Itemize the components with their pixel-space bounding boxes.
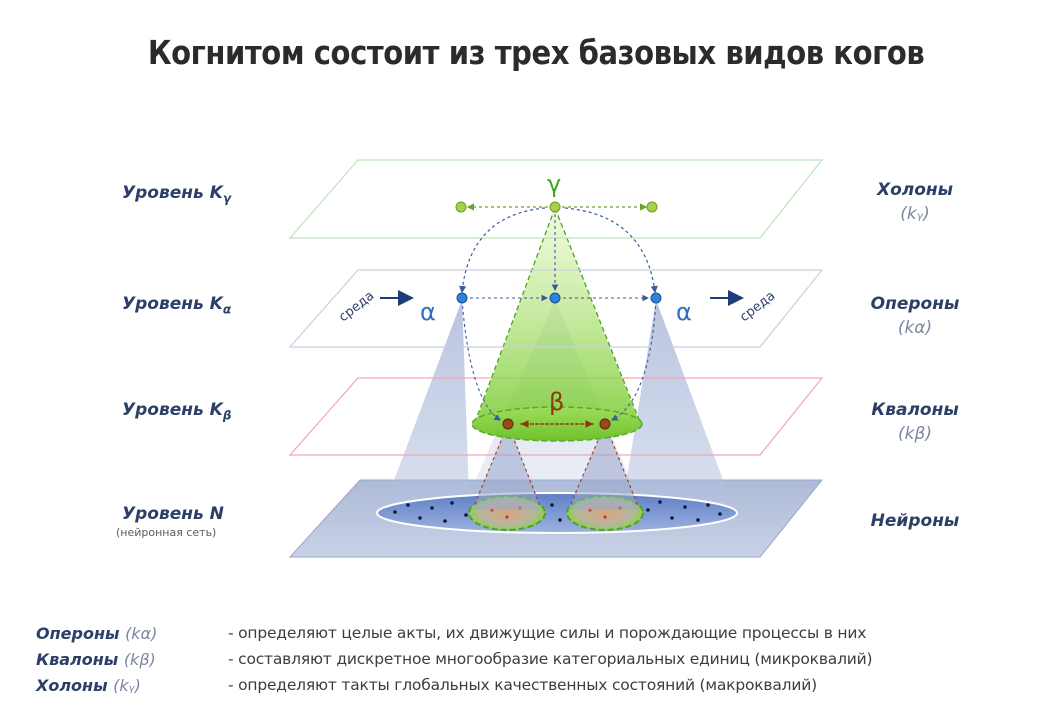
env-label-left: среда [336,288,377,325]
node-gamma-left [455,201,467,213]
right-label-holons: Холоны (kᵧ) [876,180,954,224]
env-label-right: среда [737,288,778,325]
cone-alpha-right [620,300,735,520]
plane-level-gamma [288,159,824,239]
cone-alpha-left [382,300,470,520]
level-label-n: Уровень N (нейронная сеть) [116,504,224,539]
plane-level-alpha [288,269,824,348]
cone-gamma [475,208,640,424]
legend-row-holons: Холоны (kᵧ) - определяют такты глобальны… [36,675,817,695]
plane-level-beta [288,377,824,456]
node-gamma-center [549,201,561,213]
node-alpha-left [456,292,468,304]
node-alpha-center [549,292,561,304]
right-label-qualons: Квалоны (kβ) [871,400,959,444]
right-label-neurons: Нейроны [870,511,960,531]
right-label-operons: Опероны (kα) [870,294,960,338]
node-alpha-right [650,292,662,304]
node-beta-left [502,418,514,430]
cone-beta-left [472,424,542,510]
level-label-beta: Уровень Kβ [122,400,232,423]
legend-row-operons: Опероны (kα) - определяют целые акты, их… [36,623,867,643]
node-beta-right [599,418,611,430]
beta-symbol: β [549,388,564,416]
level-label-gamma: Уровень Kγ [122,183,232,206]
gamma-symbol: γ [547,170,561,198]
page-title: Когнитом состоит из трех базовых видов к… [147,33,925,72]
neuron-dots [393,500,722,523]
neuron-network-ellipse [376,492,738,534]
alpha-symbol-left: α [420,298,436,326]
alpha-symbol-right: α [676,298,692,326]
cone-beta-right [568,424,640,510]
level-label-alpha: Уровень Kα [122,294,232,317]
legend-row-qualons: Квалоны (kβ) - составляют дискретное мно… [36,649,873,669]
legend: Опероны (kα) - определяют целые акты, их… [36,620,873,698]
node-gamma-right [646,201,658,213]
level-n-note: (нейронная сеть) [116,526,217,539]
